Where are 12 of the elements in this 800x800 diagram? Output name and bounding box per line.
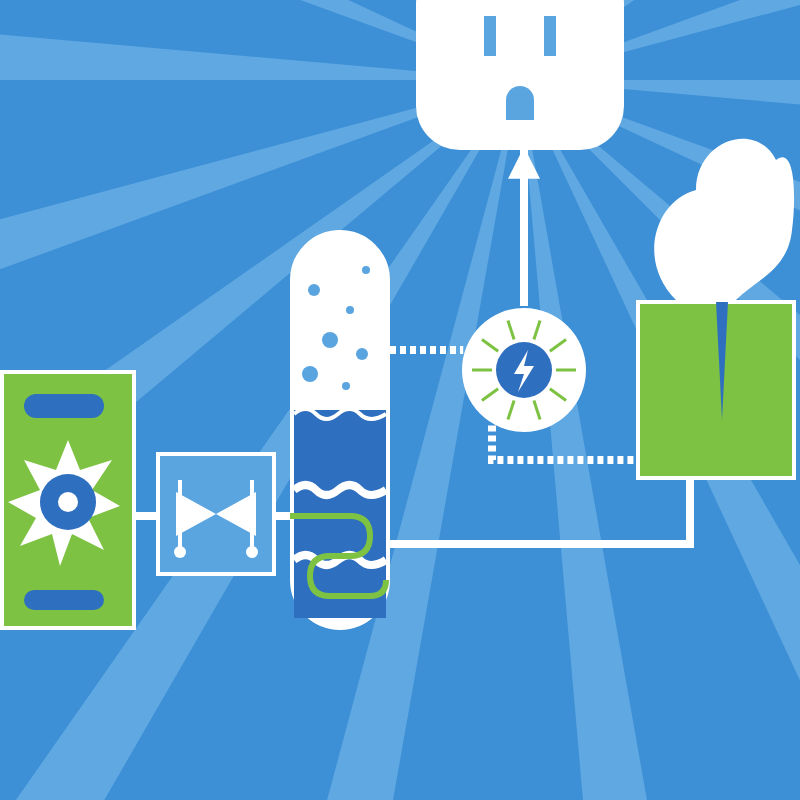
arrow: [508, 146, 540, 306]
reactor-drawing: [0, 370, 136, 630]
pipe: [390, 480, 694, 548]
generator-drawing: [460, 306, 588, 434]
heat-exchanger-drawing: [156, 452, 276, 576]
pipe: [390, 346, 464, 354]
steam-tank-drawing: [290, 230, 390, 630]
pipe: [136, 512, 156, 520]
power-outlet-drawing: [416, 0, 624, 150]
pipe: [276, 512, 290, 520]
pipe: [488, 425, 636, 464]
cooling-tower-drawing: [636, 300, 796, 480]
